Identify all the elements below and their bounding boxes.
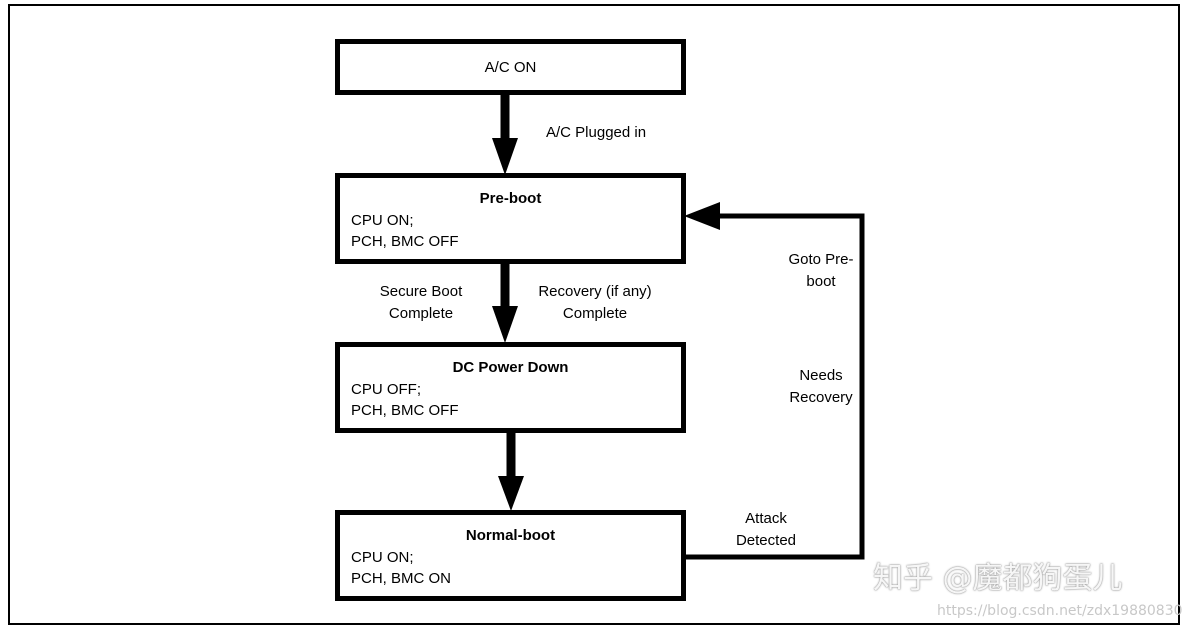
arrow-dc-to-normal-head xyxy=(498,476,524,511)
label-needs-recovery-line-2: Recovery xyxy=(789,389,853,406)
node-normal-boot-title: Normal-boot xyxy=(465,527,556,544)
node-preboot-line-1: CPU ON; xyxy=(351,212,414,229)
label-attack-detected: Attack Detected xyxy=(725,508,807,552)
label-ac-plugged: A/C Plugged in xyxy=(546,124,647,141)
label-needs-recovery: Needs Recovery xyxy=(781,365,861,409)
node-preboot-title: Pre-boot xyxy=(479,190,542,207)
label-attack-detected-line-2: Detected xyxy=(735,532,797,549)
node-dc-power-down-title: DC Power Down xyxy=(452,359,569,376)
label-secure-boot-line-1: Secure Boot xyxy=(379,283,463,300)
arrow-ac-to-preboot-head xyxy=(492,138,518,175)
label-goto-preboot-line-2: boot xyxy=(806,273,836,290)
label-attack-detected-line-1: Attack xyxy=(745,510,787,527)
label-secure-boot: Secure Boot Complete xyxy=(370,281,472,325)
label-secure-boot-line-2: Complete xyxy=(388,305,454,322)
node-normal-boot: Normal-boot CPU ON; PCH, BMC ON xyxy=(335,510,686,601)
label-recovery-line-2: Complete xyxy=(562,305,628,322)
label-goto-preboot-line-1: Goto Pre- xyxy=(788,251,854,268)
watermark-main: 知乎 @魔都狗蛋儿 xyxy=(873,561,1123,596)
label-needs-recovery-line-1: Needs xyxy=(799,367,843,384)
arrow-feedback-loop xyxy=(685,213,865,560)
node-normal-boot-line-2: PCH, BMC ON xyxy=(351,570,452,587)
node-ac-on: A/C ON xyxy=(335,39,686,95)
arrow-feedback-head xyxy=(684,202,720,230)
node-dc-power-down-line-2: PCH, BMC OFF xyxy=(351,402,459,419)
label-goto-preboot: Goto Pre- boot xyxy=(781,249,861,293)
arrow-preboot-to-dc-head xyxy=(492,306,518,343)
node-preboot: Pre-boot CPU ON; PCH, BMC OFF xyxy=(335,173,686,264)
label-recovery-complete: Recovery (if any) Complete xyxy=(528,281,662,325)
label-recovery-line-1: Recovery (if any) xyxy=(538,283,652,300)
diagram-frame xyxy=(8,4,1180,625)
node-dc-power-down-line-1: CPU OFF; xyxy=(351,381,421,398)
node-ac-on-title: A/C ON xyxy=(484,59,537,76)
node-preboot-line-2: PCH, BMC OFF xyxy=(351,233,459,250)
node-normal-boot-line-1: CPU ON; xyxy=(351,549,414,566)
node-dc-power-down: DC Power Down CPU OFF; PCH, BMC OFF xyxy=(335,342,686,433)
watermark-url: https://blog.csdn.net/zdx19880830 xyxy=(937,603,1183,619)
